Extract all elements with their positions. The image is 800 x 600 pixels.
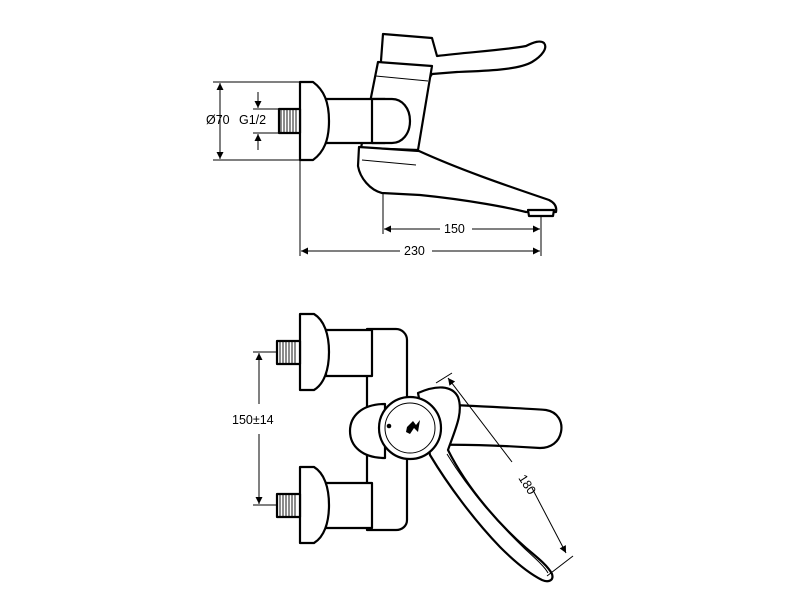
top-center-boss	[348, 402, 387, 460]
dimension-center-distance: 150±14	[232, 351, 277, 506]
thread-size-label: G1/2	[239, 113, 266, 127]
brand-logo-icon	[406, 420, 420, 434]
dimension-spout-reach: 150	[382, 194, 542, 256]
hub-screw-icon	[386, 423, 392, 429]
top-view: 150±14 180	[232, 312, 574, 583]
top-upper-arm	[324, 328, 374, 378]
top-upper-thread-connector	[275, 339, 302, 366]
top-spout	[428, 402, 563, 450]
dimension-thread-size: G1/2	[239, 92, 279, 150]
center-distance-label: 150±14	[232, 413, 274, 427]
top-lower-thread-connector	[275, 492, 302, 519]
top-lever-arm	[416, 386, 554, 583]
dimension-overall-projection: 230	[299, 160, 540, 258]
spout-reach-label: 150	[444, 222, 465, 236]
overall-projection-label: 230	[404, 244, 425, 258]
side-flange	[298, 80, 331, 162]
top-lower-arm	[324, 481, 374, 530]
side-valve-disc	[370, 97, 412, 145]
side-view: Ø70 G1/2 150 230	[206, 32, 558, 258]
side-spout	[356, 145, 558, 214]
dimension-flange-diameter: Ø70	[206, 81, 300, 161]
side-aerator	[526, 208, 556, 218]
top-upper-flange	[298, 312, 331, 392]
top-lower-flange	[298, 465, 331, 545]
side-thread-connector	[277, 107, 302, 135]
flange-diameter-label: Ø70	[206, 113, 230, 127]
